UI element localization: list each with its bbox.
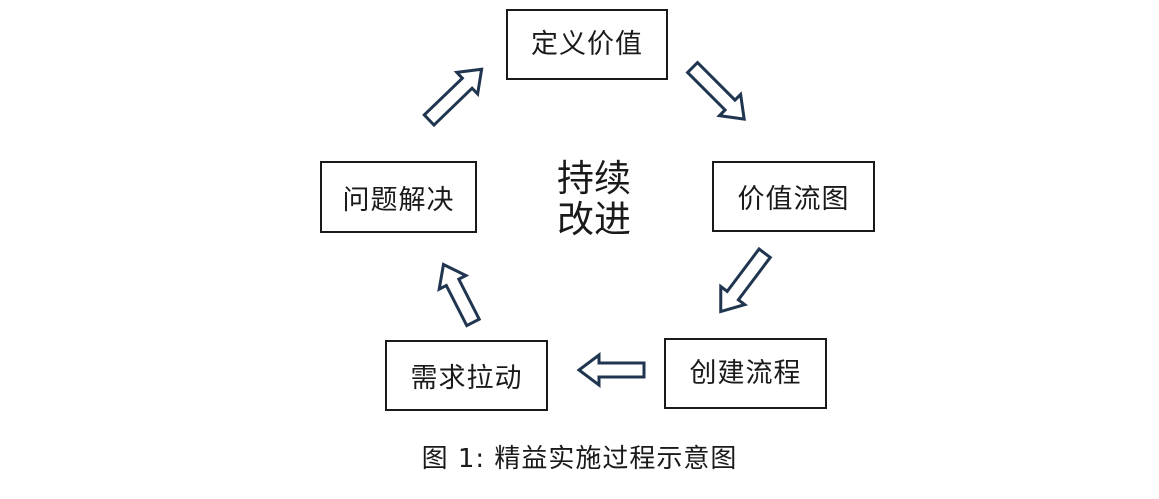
- center-label-line1: 持续: [557, 157, 631, 200]
- step-define-value: 定义价值: [506, 9, 668, 80]
- step-demand-pull: 需求拉动: [385, 340, 548, 411]
- arrow-pull-to-problem: [437, 262, 482, 328]
- step-value-stream-map-label: 价值流图: [737, 184, 850, 215]
- arrow-flow-to-pull: [576, 352, 646, 388]
- arrow-stream-to-flow: [719, 246, 773, 314]
- step-create-flow: 创建流程: [664, 338, 827, 409]
- step-problem-solving-label: 问题解决: [342, 184, 455, 216]
- arrow-define-to-stream: [685, 60, 746, 121]
- figure-caption-label: 图 1:: [421, 444, 486, 474]
- figure-caption: 图 1: 精益实施过程示意图: [0, 438, 1159, 475]
- figure-caption-text: 精益实施过程示意图: [494, 444, 738, 474]
- center-label-line2: 改进: [557, 198, 631, 241]
- step-define-value-label: 定义价值: [531, 29, 643, 60]
- step-demand-pull-label: 需求拉动: [410, 363, 523, 394]
- arrow-problem-to-define: [422, 67, 484, 128]
- center-label: 持续 改进: [540, 158, 648, 240]
- step-problem-solving: 问题解决: [320, 161, 477, 233]
- step-value-stream-map: 价值流图: [712, 161, 875, 232]
- step-create-flow-label: 创建流程: [689, 358, 802, 389]
